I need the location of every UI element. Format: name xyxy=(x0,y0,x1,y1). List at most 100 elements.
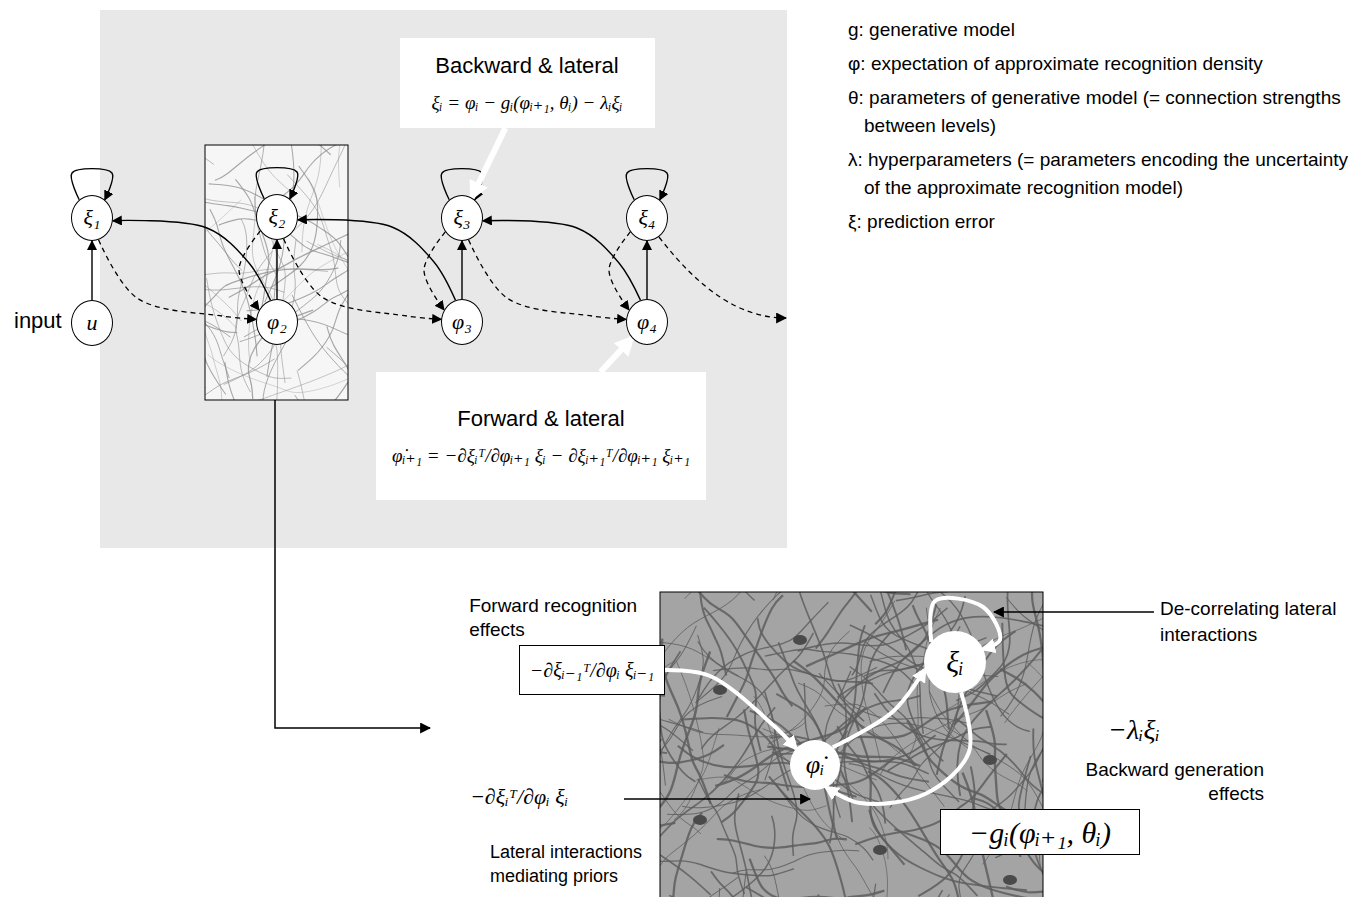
dendrite xyxy=(295,395,341,400)
math-label: φ₃ xyxy=(452,311,472,333)
variable-node: ξ₁ xyxy=(71,195,113,241)
math-label: φ₄ xyxy=(637,311,657,333)
formula-box: Forward recognition effects−∂ξᵢ₋₁ᵀ/∂φᵢ ξ… xyxy=(519,645,665,695)
connector xyxy=(665,670,796,749)
formula-box: Backward generation effects−gᵢ(φᵢ₊₁, θᵢ) xyxy=(940,809,1140,855)
connector xyxy=(483,220,641,300)
dendrite xyxy=(681,718,788,791)
dendrite xyxy=(287,175,348,316)
variable-node: ξ₂ xyxy=(256,194,298,240)
leader-line xyxy=(994,611,1154,613)
math-label: u xyxy=(87,312,98,334)
math-label: −∂ξᵢᵀ/∂φᵢ ξᵢ xyxy=(470,784,568,810)
neuron-soma xyxy=(793,635,807,645)
equation-box: Backward & lateral ξᵢ = φᵢ − gᵢ(φᵢ₊₁, θᵢ)… xyxy=(400,38,655,128)
neuron-soma xyxy=(873,845,887,855)
equation-box: Forward & lateral φ̇ᵢ₊₁ = −∂ξᵢᵀ/∂φᵢ₊₁ ξᵢ … xyxy=(376,372,706,500)
annotation-text: Lateral interactions mediating priors xyxy=(490,840,665,888)
dendrite xyxy=(205,184,289,232)
dendrite xyxy=(695,592,787,703)
math-label: −∂ξᵢ₋₁ᵀ/∂φᵢ ξᵢ₋₁ xyxy=(530,658,654,682)
dendrite xyxy=(302,145,348,252)
connector xyxy=(469,240,627,320)
variable-node: φ₃ xyxy=(441,299,483,345)
dendrite xyxy=(845,828,888,897)
dendrite xyxy=(205,269,237,332)
connector xyxy=(113,220,271,300)
dendrite xyxy=(205,232,241,321)
leader-line xyxy=(624,798,810,800)
dendrite xyxy=(327,326,348,400)
dendrite xyxy=(660,635,703,818)
dendrite xyxy=(750,859,885,897)
dendrite xyxy=(297,370,348,400)
box-heading: Forward recognition effects xyxy=(469,594,654,642)
dendrite xyxy=(205,145,331,155)
dendrite xyxy=(938,719,1028,792)
neuron-soma xyxy=(1003,875,1017,885)
connector xyxy=(91,241,92,300)
math-label: −gᵢ(φᵢ₊₁, θᵢ) xyxy=(969,815,1111,850)
input-label: input xyxy=(14,308,62,334)
neuron-image xyxy=(205,145,348,400)
dendrite xyxy=(1006,886,1043,897)
annotation-text: De-correlating lateral interactions xyxy=(1160,596,1365,648)
math-label: ξᵢ = φᵢ − gᵢ(φᵢ₊₁, θᵢ) − λᵢξᵢ xyxy=(431,91,622,114)
connector xyxy=(461,241,462,299)
dendrite xyxy=(680,877,738,897)
dendrite xyxy=(1000,669,1043,764)
dendrite xyxy=(685,592,831,599)
dendrite xyxy=(855,718,904,864)
dendrite xyxy=(673,813,702,897)
neuron-soma xyxy=(693,815,707,825)
connector xyxy=(298,219,456,300)
dendrite xyxy=(705,592,755,600)
dendrite xyxy=(688,816,775,897)
dendrite xyxy=(327,347,348,400)
math-label: ξᵢ xyxy=(946,647,964,677)
image-frame xyxy=(205,145,348,400)
dendrite xyxy=(229,231,348,298)
variable-node: φ₄ xyxy=(626,299,668,345)
connector xyxy=(826,692,970,804)
dendrite xyxy=(205,289,237,328)
dendrite xyxy=(317,244,348,271)
panel-background xyxy=(100,10,787,548)
math-label: φ̇ᵢ xyxy=(806,752,825,778)
math-label: φ̇ᵢ₊₁ = −∂ξᵢᵀ/∂φᵢ₊₁ ξᵢ − ∂ξᵢ₊₁ᵀ/∂φᵢ₊₁ ξᵢ… xyxy=(392,444,690,467)
dendrite xyxy=(861,601,895,763)
variable-node: u xyxy=(71,300,113,346)
box-heading: Forward & lateral xyxy=(457,406,625,432)
dendrite xyxy=(773,592,824,600)
math-label: ξ₄ xyxy=(638,207,655,229)
connector xyxy=(646,241,647,299)
dendrite-texture xyxy=(205,145,348,400)
dendrite xyxy=(693,592,726,675)
variable-node: φ₂ xyxy=(256,299,298,345)
connector xyxy=(276,240,277,299)
connector xyxy=(601,338,633,372)
connector xyxy=(609,232,630,310)
box-heading: Backward & lateral xyxy=(435,53,618,79)
variable-node: ξ₃ xyxy=(441,195,483,241)
connector xyxy=(833,670,925,748)
connector xyxy=(284,239,442,320)
math-label: ξ₁ xyxy=(83,207,100,229)
math-label: φ₂ xyxy=(267,311,287,333)
neuron-soma xyxy=(983,755,997,765)
math-label: −λᵢξᵢ xyxy=(1108,714,1160,746)
dendrite xyxy=(660,626,696,786)
connector xyxy=(239,231,260,310)
dendrite xyxy=(308,178,348,341)
dendrite xyxy=(215,145,316,180)
dendrite xyxy=(210,209,257,356)
dendrite xyxy=(704,608,761,752)
dendrite xyxy=(660,860,794,876)
dashed-exit-arrow xyxy=(659,237,786,318)
definition-text: φ: expectation of approximate recognitio… xyxy=(848,50,1354,78)
dendrite xyxy=(205,145,214,164)
dendrite xyxy=(871,894,949,897)
dendrite xyxy=(292,295,348,400)
dendrite-texture xyxy=(660,592,1043,897)
